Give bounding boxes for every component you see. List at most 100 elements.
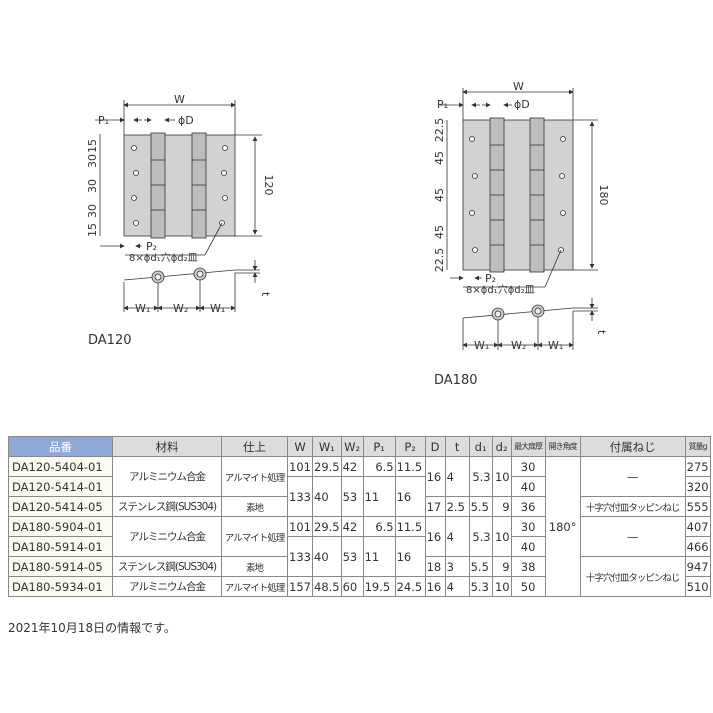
dim-p2: P₂ [146, 240, 157, 253]
part-number: DA120-5414-05 [8, 496, 113, 517]
dim-p1: P₁ [437, 98, 448, 111]
dim-p2: P₂ [485, 272, 496, 285]
dim-w1: W₁ [135, 302, 150, 315]
dim-w: W [174, 93, 185, 106]
dim-height: 120 [262, 175, 275, 196]
dim-pitch: 22.5 [433, 248, 446, 273]
dim-w2: W₂ [511, 339, 526, 352]
cell-p1: 19.5 [362, 576, 396, 597]
header-material: 材料 [112, 436, 222, 457]
cell-d2: 10 [491, 516, 512, 557]
cell-screws: — [579, 456, 686, 497]
cell-t: 4 [444, 516, 470, 557]
cell-d: 16 [424, 576, 446, 597]
table-row: DA180-5914-05 ステンレス鋼(SUS304) 素地 18 3 5.5… [8, 556, 711, 597]
dim-t: t [595, 330, 608, 335]
cell-d2: 10 [491, 576, 512, 597]
cell-w: 101 [287, 516, 313, 537]
cell-d: 18 [424, 556, 446, 577]
cell-t: 4 [444, 576, 470, 597]
header-d1: d₁ [468, 436, 493, 457]
cell-max-door: 40 [510, 536, 546, 557]
header-mass: 質量g [684, 436, 711, 457]
finish: 素地 [221, 496, 288, 517]
cell-p2: 11.5 [394, 456, 426, 477]
cell-d2: 10 [491, 456, 512, 497]
dim-d: ϕD [178, 114, 194, 127]
cell-screws: — [579, 516, 686, 557]
cell-w: 133 [287, 476, 313, 517]
cell-mass: 407 [684, 516, 711, 537]
header-max-door-thickness: 最大扉厚 [510, 436, 546, 457]
cell-screws: 十字穴付皿タッピンねじ [579, 496, 686, 517]
cell-d1: 5.3 [468, 576, 493, 597]
cell-d2: 9 [491, 496, 512, 517]
dim-t: t [259, 292, 272, 297]
da180-drawing: W P₁ ϕD P₂ 180 22.5 45 45 45 22.5 8×ϕd₁穴… [433, 80, 610, 352]
cell-w2: 60 [340, 576, 364, 597]
cell-p1: 6.5 [362, 516, 396, 537]
cell-opening-angle: 180° [544, 456, 581, 597]
header-p2: P₂ [394, 436, 426, 457]
header-d2: d₂ [491, 436, 512, 457]
cell-p2: 24.5 [394, 576, 426, 597]
cell-mass: 275 [684, 456, 711, 477]
cell-max-door: 50 [510, 576, 546, 597]
cell-mass: 510 [684, 576, 711, 597]
cell-d2: 9 [491, 556, 512, 577]
dim-pitch: 30 [86, 154, 99, 168]
part-number: DA180-5914-05 [8, 556, 113, 577]
cell-w1: 29.5 [312, 516, 342, 537]
part-number: DA180-5934-01 [8, 576, 113, 597]
cell-max-door: 36 [510, 496, 546, 517]
part-number: DA120-5404-01 [8, 456, 113, 477]
material: アルミニウム合金 [112, 456, 222, 497]
material: アルミニウム合金 [112, 576, 222, 597]
da120-caption: DA120 [88, 333, 132, 348]
header-w: W [287, 436, 313, 457]
header-part-number: 品番 [8, 436, 113, 457]
dim-pitch: 30 [86, 204, 99, 218]
cell-d1: 5.5 [468, 556, 493, 577]
cell-max-door: 30 [510, 456, 546, 477]
header-d: D [424, 436, 446, 457]
dim-pitch: 22.5 [433, 118, 446, 143]
part-number: DA180-5904-01 [8, 516, 113, 537]
cell-w1: 40 [312, 476, 342, 517]
header-w2: W₂ [340, 436, 364, 457]
dim-w1: W₁ [548, 339, 563, 352]
material: アルミニウム合金 [112, 516, 222, 557]
cell-w2: 42 [340, 516, 364, 537]
finish: アルマイト処理 [221, 516, 288, 557]
cell-p2: 16 [394, 476, 426, 517]
table-row: DA120-5404-01 アルミニウム合金 アルマイト処理 101 29.5 … [8, 456, 711, 597]
header-t: t [444, 436, 470, 457]
dim-pitch: 15 [86, 223, 99, 237]
cell-mass: 947 [684, 556, 711, 577]
cell-w: 101 [287, 456, 313, 477]
cell-w2: 53 [340, 536, 364, 577]
dim-w2: W₂ [173, 302, 188, 315]
cell-d1: 5.3 [468, 456, 493, 497]
cell-max-door: 40 [510, 476, 546, 497]
material: ステンレス鋼(SUS304) [112, 496, 222, 517]
table-row: DA120-5414-01 133 40 53 11 16 40 320 [8, 476, 711, 517]
cell-mass: 466 [684, 536, 711, 557]
cell-p2: 16 [394, 536, 426, 577]
cell-d: 16 [424, 516, 446, 557]
cell-max-door: 30 [510, 516, 546, 537]
cell-max-door: 38 [510, 556, 546, 577]
cell-w: 133 [287, 536, 313, 577]
hinge-drawings: W P₁ ϕD P₂ 120 15 30 30 30 15 8×ϕd₁穴ϕd₂皿… [86, 80, 610, 352]
cell-p1: 6.5 [362, 456, 396, 477]
header-finish: 仕上 [221, 436, 288, 457]
cell-t: 3 [444, 556, 470, 577]
header-p1: P₁ [362, 436, 396, 457]
finish: 素地 [221, 556, 288, 577]
cell-p1: 11 [362, 536, 396, 577]
dim-height: 180 [597, 185, 610, 206]
cell-d: 16 [424, 456, 446, 497]
cell-p1: 11 [362, 476, 396, 517]
dim-w: W [513, 80, 524, 93]
cell-mass: 555 [684, 496, 711, 517]
